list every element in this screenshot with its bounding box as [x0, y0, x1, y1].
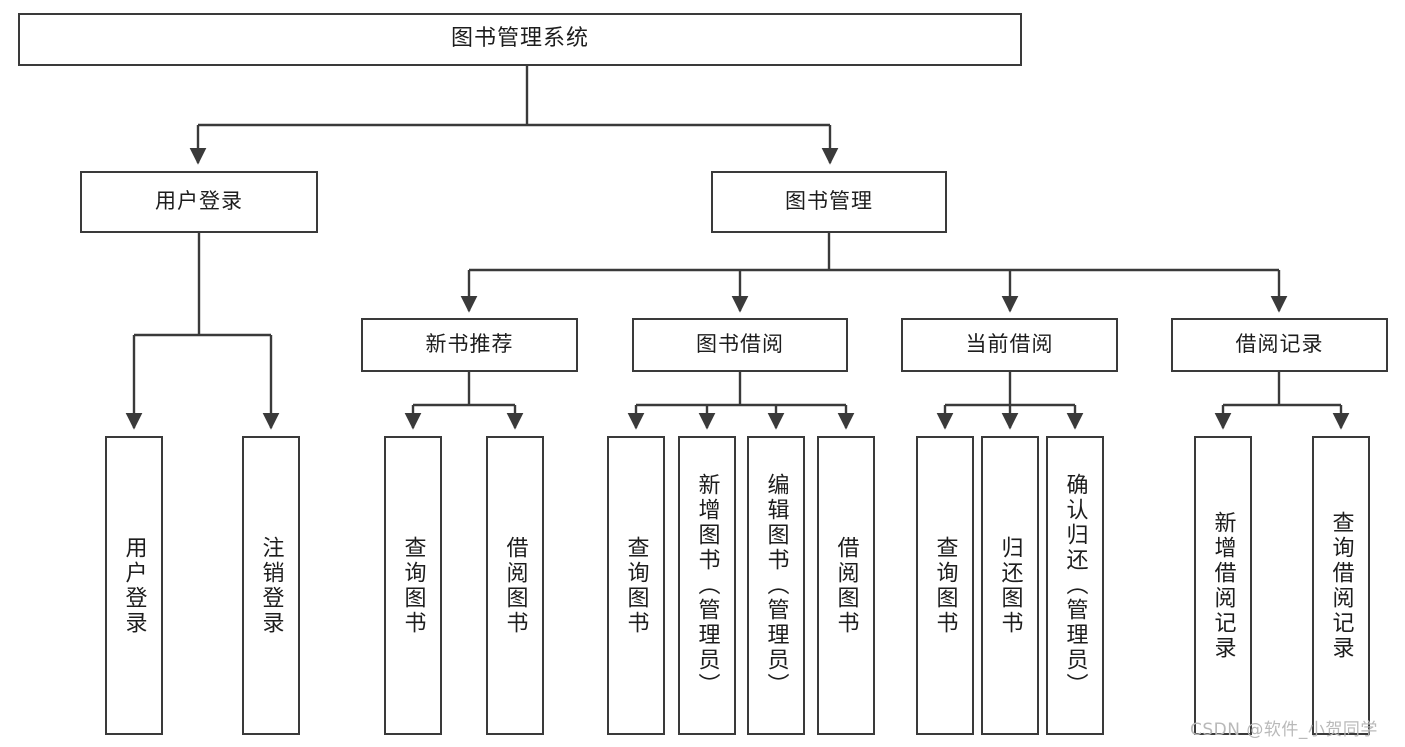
- node-new-book-recommend[interactable]: 新书推荐: [361, 318, 578, 372]
- node-label: 用户登录: [121, 535, 147, 636]
- node-label: 图书借阅: [696, 332, 784, 357]
- leaf-user-login-login[interactable]: 用户登录: [105, 436, 163, 735]
- node-label: 查询图书: [623, 535, 649, 636]
- node-label: 图书管理: [785, 189, 873, 214]
- node-label: 用户登录: [155, 189, 243, 214]
- node-root-book-management-system[interactable]: 图书管理系统: [18, 13, 1022, 66]
- node-label: 借阅图书: [833, 535, 859, 636]
- node-label: 编辑图书（管理员）: [763, 473, 789, 698]
- node-current-borrow[interactable]: 当前借阅: [901, 318, 1118, 372]
- leaf-book-borrow-lend[interactable]: 借阅图书: [817, 436, 875, 735]
- node-borrow-record[interactable]: 借阅记录: [1171, 318, 1388, 372]
- node-label: 图书管理系统: [450, 26, 589, 52]
- node-user-login[interactable]: 用户登录: [80, 171, 318, 233]
- leaf-current-borrow-confirm-return[interactable]: 确认归还（管理员）: [1046, 436, 1104, 735]
- node-label: 注销登录: [258, 535, 284, 636]
- leaf-book-borrow-add[interactable]: 新增图书（管理员）: [678, 436, 736, 735]
- leaf-new-book-query[interactable]: 查询图书: [384, 436, 442, 735]
- node-label: 确认归还（管理员）: [1062, 473, 1088, 698]
- node-label: 新书推荐: [425, 332, 514, 357]
- node-label: 借阅图书: [502, 535, 528, 636]
- node-label: 查询图书: [932, 535, 958, 636]
- node-book-management[interactable]: 图书管理: [711, 171, 947, 233]
- node-label: 查询借阅记录: [1328, 510, 1354, 661]
- leaf-user-login-logout[interactable]: 注销登录: [242, 436, 300, 735]
- leaf-borrow-record-add[interactable]: 新增借阅记录: [1194, 436, 1252, 735]
- leaf-borrow-record-query[interactable]: 查询借阅记录: [1312, 436, 1370, 735]
- leaf-book-borrow-query[interactable]: 查询图书: [607, 436, 665, 735]
- leaf-current-borrow-query[interactable]: 查询图书: [916, 436, 974, 735]
- node-label: 借阅记录: [1235, 332, 1324, 357]
- leaf-new-book-borrow[interactable]: 借阅图书: [486, 436, 544, 735]
- node-label: 新增借阅记录: [1210, 510, 1236, 661]
- node-label: 当前借阅: [965, 332, 1054, 357]
- node-label: 查询图书: [400, 535, 426, 636]
- leaf-book-borrow-edit[interactable]: 编辑图书（管理员）: [747, 436, 805, 735]
- node-label: 新增图书（管理员）: [694, 473, 720, 698]
- node-book-borrow[interactable]: 图书借阅: [632, 318, 848, 372]
- leaf-current-borrow-return[interactable]: 归还图书: [981, 436, 1039, 735]
- node-label: 归还图书: [997, 535, 1023, 636]
- csdn-watermark: CSDN @软件_小贺同学: [1190, 720, 1378, 740]
